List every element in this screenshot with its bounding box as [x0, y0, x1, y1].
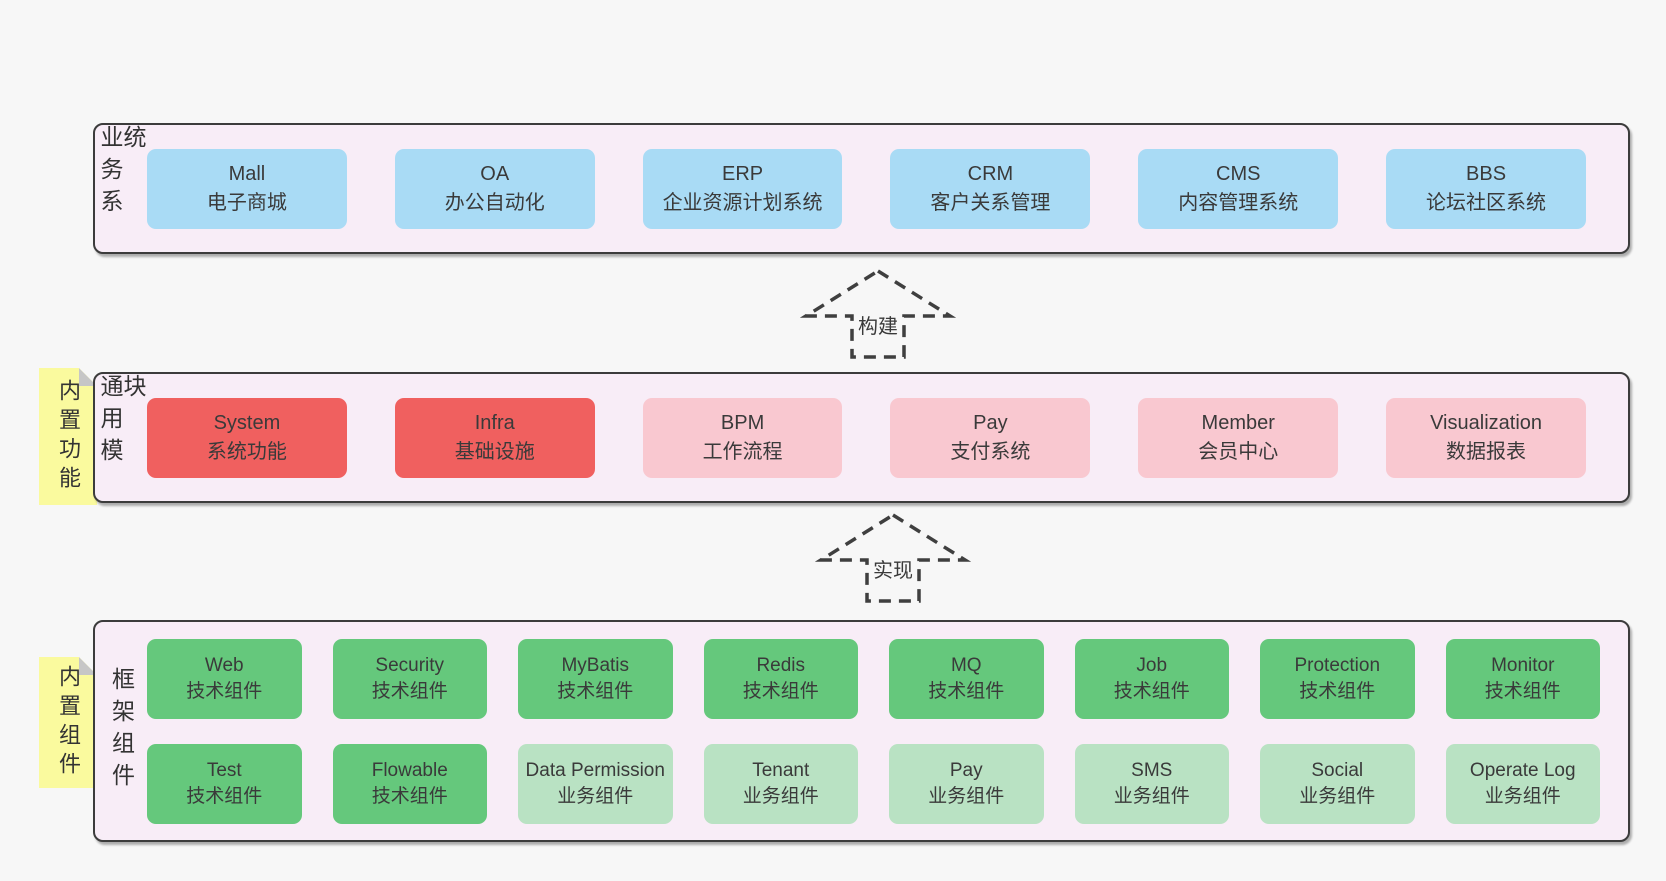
box-protection: Protection 技术组件: [1260, 638, 1415, 719]
sticky-built-in-components: 内置组件: [39, 657, 97, 788]
box-pay-system: Pay 支付系统: [890, 397, 1091, 478]
box-monitor: Monitor 技术组件: [1445, 638, 1600, 719]
box-test: Test 技术组件: [147, 743, 302, 824]
band-common-modules: 通用模块 System 系统功能 Infra 基础设施 BPM 工作流程 Pay…: [93, 372, 1630, 503]
box-row-technical: Web 技术组件 Security 技术组件 MyBatis 技术组件 Redi…: [147, 638, 1600, 719]
box-bpm: BPM 工作流程: [642, 397, 843, 478]
band-label: 通用模块: [97, 374, 146, 470]
box-operate-log: Operate Log 业务组件: [1445, 743, 1600, 824]
box-job: Job 技术组件: [1074, 638, 1229, 719]
sticky-label: 内置功能: [56, 378, 81, 495]
band-boxes: Mall 电子商城 OA 办公自动化 ERP 企业资源计划系统 CRM 客户关系…: [147, 125, 1628, 252]
box-flowable: Flowable 技术组件: [332, 743, 487, 824]
arrow-build: 构建: [800, 268, 956, 360]
box-crm: CRM 客户关系管理: [890, 148, 1091, 229]
box-sms: SMS 业务组件: [1074, 743, 1229, 824]
arrow-implement-label: 实现: [870, 554, 916, 583]
box-web: Web 技术组件: [147, 638, 302, 719]
sticky-built-in-features: 内置功能: [39, 368, 97, 505]
box-cms: CMS 内容管理系统: [1138, 148, 1339, 229]
box-tenant: Tenant 业务组件: [703, 743, 858, 824]
band-business-systems: 业务系统 Mall 电子商城 OA 办公自动化 ERP 企业资源计划系统 CRM…: [93, 123, 1630, 254]
box-erp: ERP 企业资源计划系统: [642, 148, 843, 229]
band-label: 框架组件: [108, 667, 135, 795]
box-oa: OA 办公自动化: [394, 148, 595, 229]
band-framework-components: 框架组件 Web 技术组件 Security 技术组件 MyBatis 技术组件…: [93, 620, 1630, 842]
band-label: 业务系统: [97, 125, 146, 221]
box-row: Mall 电子商城 OA 办公自动化 ERP 企业资源计划系统 CRM 客户关系…: [147, 148, 1586, 229]
box-bbs: BBS 论坛社区系统: [1386, 148, 1586, 229]
box-member: Member 会员中心: [1138, 397, 1339, 478]
arrow-implement: 实现: [815, 512, 971, 604]
box-pay-business: Pay 业务组件: [889, 743, 1044, 824]
box-mybatis: MyBatis 技术组件: [518, 638, 673, 719]
box-system: System 系统功能: [147, 397, 347, 478]
sticky-label: 内置组件: [56, 664, 81, 781]
box-data-permission: Data Permission 业务组件: [518, 743, 673, 824]
box-security: Security 技术组件: [332, 638, 487, 719]
box-mall: Mall 电子商城: [147, 148, 347, 229]
box-redis: Redis 技术组件: [703, 638, 858, 719]
box-mq: MQ 技术组件: [889, 638, 1044, 719]
box-infra: Infra 基础设施: [394, 397, 595, 478]
band-boxes: System 系统功能 Infra 基础设施 BPM 工作流程 Pay 支付系统…: [147, 374, 1628, 501]
band-boxes: Web 技术组件 Security 技术组件 MyBatis 技术组件 Redi…: [147, 622, 1628, 840]
box-row: System 系统功能 Infra 基础设施 BPM 工作流程 Pay 支付系统…: [147, 397, 1586, 478]
box-visualization: Visualization 数据报表: [1386, 397, 1586, 478]
arrow-build-label: 构建: [855, 310, 901, 339]
box-row-business: Test 技术组件 Flowable 技术组件 Data Permission …: [147, 743, 1600, 824]
box-social: Social 业务组件: [1260, 743, 1415, 824]
